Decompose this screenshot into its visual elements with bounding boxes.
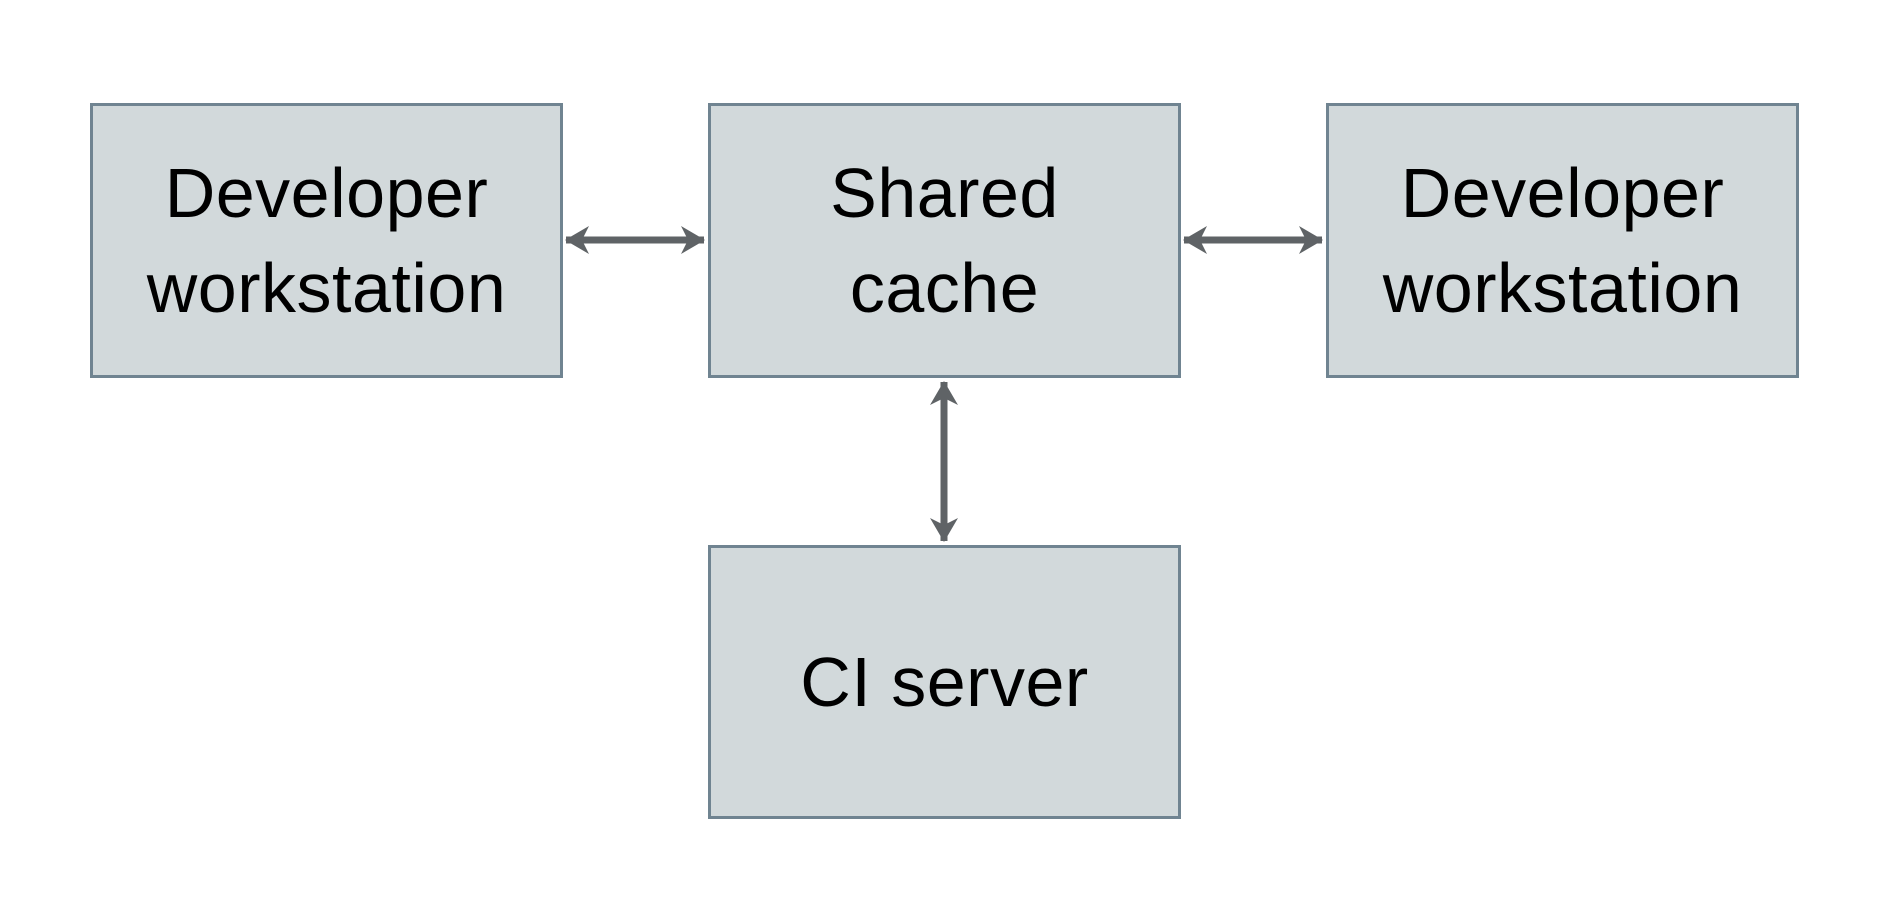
node-label-line: cache — [849, 248, 1040, 327]
node-label-line: CI server — [800, 642, 1089, 721]
node-developer-workstation-left: Developer workstation — [90, 103, 563, 378]
node-label-line: Developer — [1400, 153, 1725, 232]
node-developer-workstation-right: Developer workstation — [1326, 103, 1799, 378]
node-shared-cache: Shared cache — [708, 103, 1181, 378]
node-label-line: Developer — [164, 153, 489, 232]
node-label-line: Shared — [830, 153, 1059, 232]
node-ci-server: CI server — [708, 545, 1181, 819]
node-label-line: workstation — [1382, 248, 1743, 327]
node-label-line: workstation — [146, 248, 507, 327]
